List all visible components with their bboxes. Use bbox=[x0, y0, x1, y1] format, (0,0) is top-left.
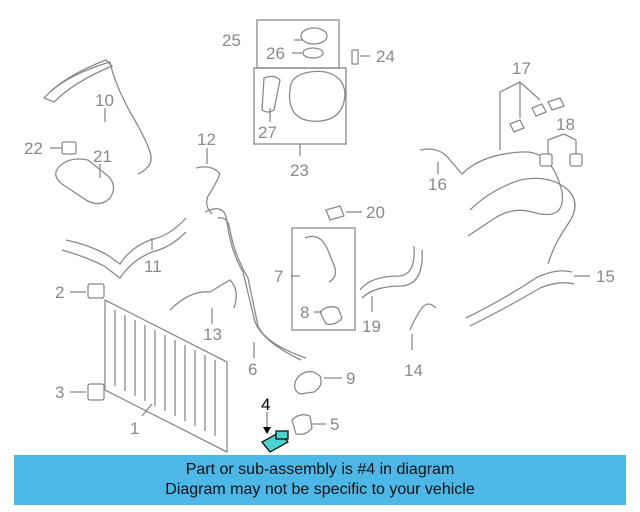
box-7-8 bbox=[291, 227, 356, 331]
part-3-bracket bbox=[87, 383, 105, 401]
callout-6: 6 bbox=[248, 360, 257, 379]
part-24-sensor bbox=[351, 49, 359, 65]
part-4-highlighted bbox=[261, 430, 289, 453]
callout-7: 7 bbox=[274, 267, 283, 286]
leader-1 bbox=[141, 403, 153, 417]
leader-18 bbox=[547, 133, 577, 154]
callout-23: 23 bbox=[290, 161, 309, 180]
part-5-fitting bbox=[291, 414, 313, 436]
callout-5: 5 bbox=[330, 415, 339, 434]
part-17-fitting-c bbox=[547, 97, 565, 111]
leader-17 bbox=[499, 81, 541, 150]
part-14-hose bbox=[409, 303, 437, 331]
part-11-hose bbox=[65, 217, 187, 265]
part-26-ring bbox=[302, 47, 324, 59]
part-23-tank bbox=[288, 70, 346, 122]
info-banner: Part or sub-assembly is #4 in diagram Di… bbox=[14, 455, 626, 505]
callout-15: 15 bbox=[596, 267, 615, 286]
part-13-hose bbox=[169, 279, 237, 311]
part-11-hose-outline bbox=[61, 231, 187, 279]
part-15-hose bbox=[465, 270, 573, 319]
callout-19: 19 bbox=[362, 317, 381, 336]
part-22-fitting bbox=[61, 141, 77, 155]
callout-8: 8 bbox=[300, 303, 309, 322]
part-8-part bbox=[319, 306, 343, 326]
part-20-fitting bbox=[325, 205, 345, 221]
part-17-fitting-a bbox=[509, 119, 525, 133]
parts-diagram: 1 2 3 4 5 6 7 8 9 10 11 12 13 14 15 16 1… bbox=[24, 19, 615, 453]
banner-line-2: Diagram may not be specific to your vehi… bbox=[165, 481, 475, 498]
callout-2: 2 bbox=[55, 283, 64, 302]
callout-20: 20 bbox=[366, 203, 385, 222]
part-18-clip-a bbox=[539, 153, 553, 167]
part-18-clip-b bbox=[569, 153, 583, 167]
part-27-hose bbox=[261, 75, 281, 113]
part-19-hose bbox=[359, 245, 415, 291]
callout-25: 25 bbox=[222, 31, 241, 50]
callout-11: 11 bbox=[144, 257, 162, 276]
callout-17: 17 bbox=[512, 59, 531, 78]
part-10-hose bbox=[49, 61, 152, 175]
part-16-loop bbox=[469, 177, 576, 265]
part-9-fitting bbox=[294, 371, 322, 395]
part-25-cap bbox=[300, 27, 328, 45]
callout-24: 24 bbox=[376, 47, 395, 66]
callout-4: 4 bbox=[261, 395, 270, 414]
callout-22: 22 bbox=[24, 139, 43, 158]
callout-9: 9 bbox=[346, 369, 355, 388]
callout-26: 26 bbox=[266, 44, 285, 63]
callout-18: 18 bbox=[556, 115, 575, 134]
part-6-hose bbox=[204, 208, 302, 361]
leader-4-arrow bbox=[263, 427, 271, 434]
callout-1: 1 bbox=[130, 419, 139, 438]
callout-21: 21 bbox=[93, 147, 112, 166]
callout-13: 13 bbox=[203, 325, 222, 344]
callout-10: 10 bbox=[95, 91, 114, 110]
part-10-hose-outline bbox=[42, 59, 114, 103]
callout-27: 27 bbox=[258, 123, 277, 142]
banner-line-1: Part or sub-assembly is #4 in diagram bbox=[185, 461, 455, 478]
part-21-flange bbox=[55, 158, 115, 205]
part-1-radiator bbox=[104, 299, 228, 453]
part-2-bracket bbox=[87, 283, 105, 299]
part-6-hose-outline bbox=[217, 217, 307, 359]
callout-12: 12 bbox=[197, 130, 216, 149]
part-12-hose bbox=[195, 166, 221, 215]
part-7-hose bbox=[304, 235, 337, 283]
callout-14: 14 bbox=[404, 361, 423, 380]
part-17-fitting-b bbox=[531, 103, 547, 117]
part-19-hose-outline bbox=[361, 249, 423, 299]
part-15-hose-outline bbox=[469, 282, 575, 327]
callout-3: 3 bbox=[55, 383, 64, 402]
callout-16: 16 bbox=[428, 175, 447, 194]
